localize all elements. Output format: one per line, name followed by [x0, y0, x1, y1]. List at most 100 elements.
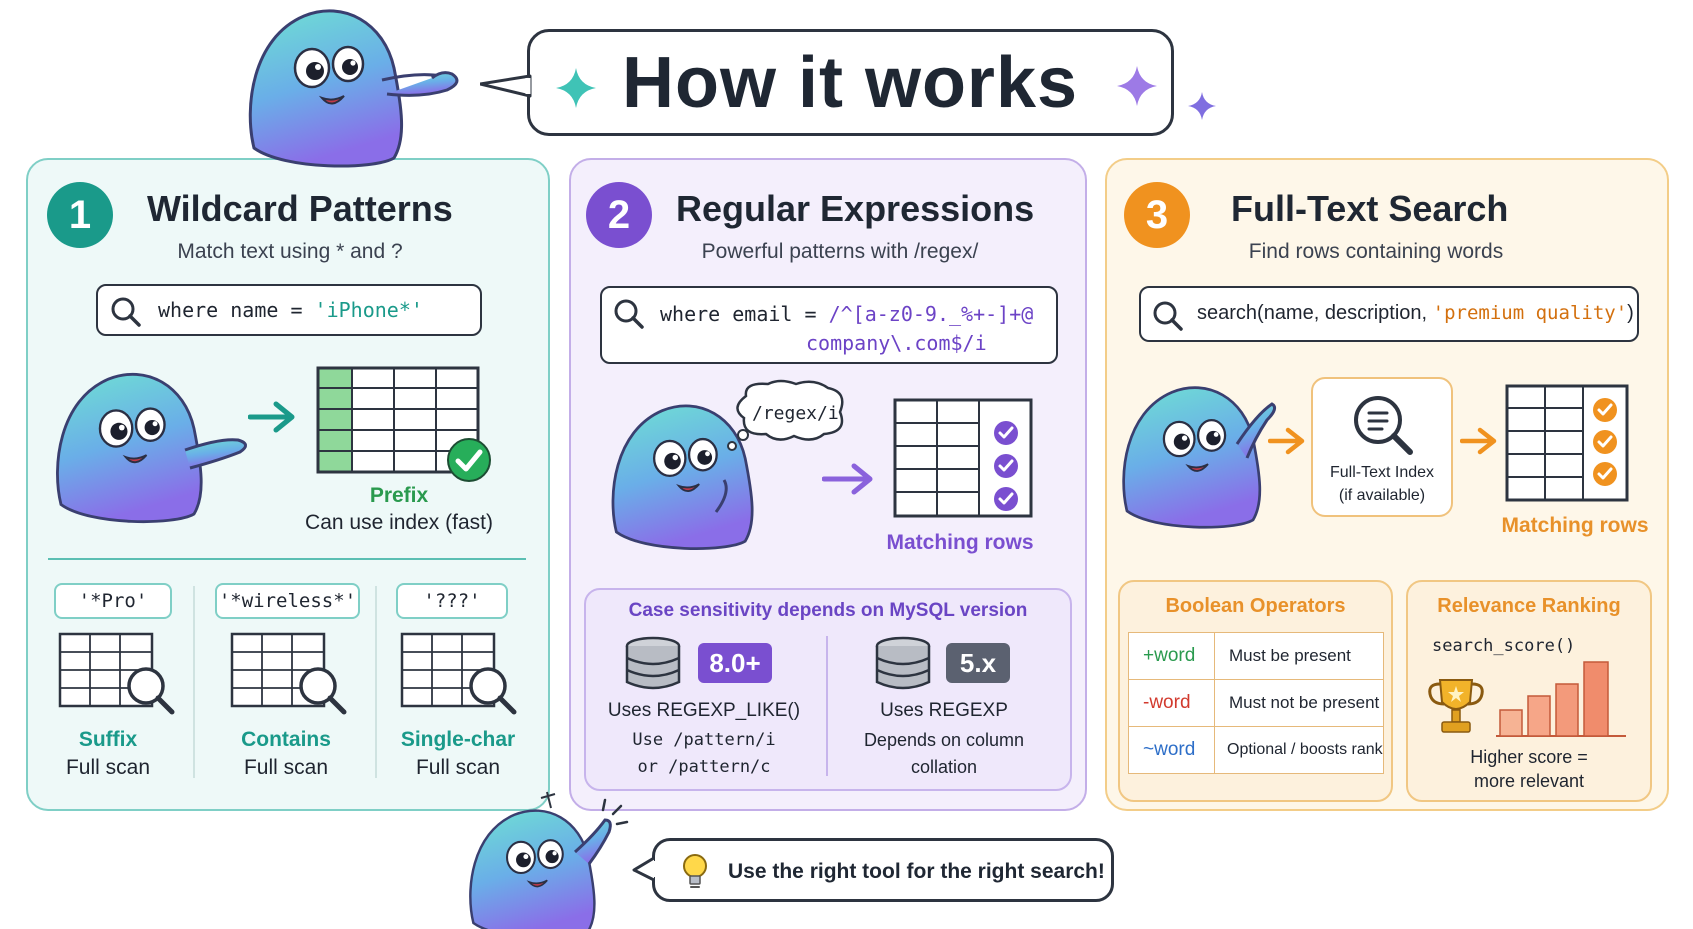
- trophy-icon: [1428, 679, 1484, 733]
- suffix-label: Suffix: [78, 728, 138, 751]
- version-badge-5: 5.x: [946, 643, 1010, 683]
- mascot-bottom: [469, 791, 629, 929]
- scan-table-icon: [58, 632, 175, 715]
- operator-desc: Must not be present: [1214, 679, 1384, 727]
- ranking-title: Relevance Ranking: [1437, 595, 1621, 617]
- mascot-regex: [611, 404, 754, 550]
- search-icon: [1153, 301, 1183, 331]
- matching-table-icon: [1505, 384, 1629, 502]
- fulltext-query-box: [1139, 286, 1639, 342]
- panel-1-title: Wildcard Patterns: [147, 188, 453, 229]
- contains-pattern: '*wireless*': [215, 583, 360, 619]
- panel-2-subtitle: Powerful patterns with /regex/: [701, 240, 979, 263]
- prefix-label: Prefix: [369, 484, 429, 507]
- fulltext-query: search(name, description, 'premium quali…: [1197, 302, 1634, 325]
- regex-query-line-2: company\.com$/i: [806, 331, 987, 355]
- sparkle-icon: [1188, 92, 1216, 120]
- sparkle-icon: [1117, 66, 1157, 106]
- prefix-description: Can use index (fast): [305, 511, 493, 534]
- case-sensitivity-box: [584, 588, 1072, 791]
- wildcard-query: where name = 'iPhone*': [158, 298, 423, 322]
- index-label-1: Full-Text Index: [1329, 464, 1435, 481]
- operators-table: +word Must be present -word Must not be …: [1128, 632, 1384, 774]
- sparkle-icon: [556, 68, 596, 108]
- arrow-icon: [1460, 427, 1497, 455]
- scan-table-icon: [230, 632, 347, 715]
- matching-table-icon: [893, 398, 1033, 518]
- search-icon: [614, 299, 644, 329]
- page-title: How it works: [621, 43, 1079, 123]
- divider: [826, 636, 828, 776]
- tip-bubble: [652, 838, 1114, 902]
- version-5-line-1: Depends on column: [863, 730, 1025, 750]
- index-search-icon: [1354, 396, 1413, 455]
- index-label-2: (if available): [1338, 487, 1426, 504]
- panel-3-title: Full-Text Search: [1231, 188, 1509, 229]
- query-keyword: search(name, description,: [1197, 302, 1433, 324]
- divider: [375, 586, 377, 778]
- single-char-label: Single-char: [400, 728, 516, 751]
- arrow-icon: [248, 401, 295, 433]
- database-icon: [625, 636, 681, 690]
- panel-1-subtitle: Match text using * and ?: [177, 240, 403, 263]
- step-3-badge: 3: [1124, 182, 1190, 248]
- panel-2-title: Regular Expressions: [676, 188, 1035, 229]
- index-table-icon: [316, 366, 480, 474]
- regex-query-line-1: where email = /^[a-z0-9._%+-]+@: [660, 302, 1033, 326]
- table-row: +word Must be present: [1128, 632, 1384, 680]
- case-sensitivity-note: Case sensitivity depends on MySQL versio…: [628, 600, 1028, 621]
- regex-query-box: [600, 286, 1058, 364]
- wildcard-query-box: [96, 284, 482, 336]
- operator-desc: Optional / boosts rank: [1214, 726, 1384, 774]
- operator: -word: [1128, 679, 1215, 727]
- suffix-pattern: '*Pro': [54, 583, 172, 619]
- search-icon: [111, 297, 141, 327]
- thought-bubble: [736, 379, 844, 441]
- operator-desc: Must be present: [1214, 632, 1384, 680]
- divider: [193, 586, 195, 778]
- title-bubble-tail: [480, 74, 532, 98]
- scan-table-icon: [400, 632, 517, 715]
- mascot-wildcard: [56, 372, 247, 524]
- check-icon: [447, 438, 491, 482]
- arrow-icon: [1268, 427, 1305, 455]
- step-1-badge: 1: [47, 182, 113, 248]
- query-keyword: where name =: [158, 298, 315, 322]
- arrow-icon: [822, 463, 873, 495]
- contains-desc: Full scan: [243, 756, 329, 779]
- query-string: 'premium quality': [1432, 302, 1628, 324]
- table-row: ~word Optional / boosts rank: [1128, 726, 1384, 774]
- single-char-desc: Full scan: [415, 756, 501, 779]
- panel-3-subtitle: Find rows containing words: [1248, 240, 1504, 263]
- regex-result-label: Matching rows: [886, 531, 1034, 554]
- fulltext-result-label: Matching rows: [1501, 514, 1649, 537]
- contains-label: Contains: [241, 728, 331, 751]
- tip-text: Use the right tool for the right search!: [728, 860, 1105, 883]
- ranking-function: search_score(): [1432, 636, 1576, 656]
- operator: +word: [1128, 632, 1215, 680]
- boolean-title: Boolean Operators: [1165, 595, 1346, 617]
- database-icon: [875, 636, 931, 690]
- title-bubble: [527, 29, 1174, 136]
- ranking-note-1: Higher score =: [1470, 747, 1588, 767]
- thought-dots: [727, 429, 749, 451]
- ranking-note-2: more relevant: [1473, 771, 1585, 791]
- version-5-line-2: collation: [910, 757, 978, 777]
- score-bars-icon: [1496, 661, 1626, 737]
- query-close: ): [1627, 302, 1634, 324]
- thought-text: /regex/i: [752, 403, 839, 424]
- single-char-pattern: '???': [396, 583, 508, 619]
- step-2-badge: 2: [586, 182, 652, 248]
- version-8-line-1: Use /pattern/i: [632, 730, 776, 750]
- query-regex: /^[a-z0-9._%+-]+@: [828, 302, 1034, 326]
- mascot-top: [248, 9, 459, 168]
- divider: [48, 558, 526, 560]
- tip-bubble-tail: [632, 856, 658, 882]
- table-row: -word Must not be present: [1128, 679, 1384, 727]
- query-keyword: where email =: [660, 302, 829, 326]
- version-8-line-2: or /pattern/c: [637, 757, 771, 777]
- lightbulb-icon: [683, 854, 707, 888]
- query-string: 'iPhone*': [314, 298, 423, 322]
- version-5-title: Uses REGEXP: [880, 700, 1008, 721]
- version-8-title: Uses REGEXP_LIKE(): [607, 700, 801, 721]
